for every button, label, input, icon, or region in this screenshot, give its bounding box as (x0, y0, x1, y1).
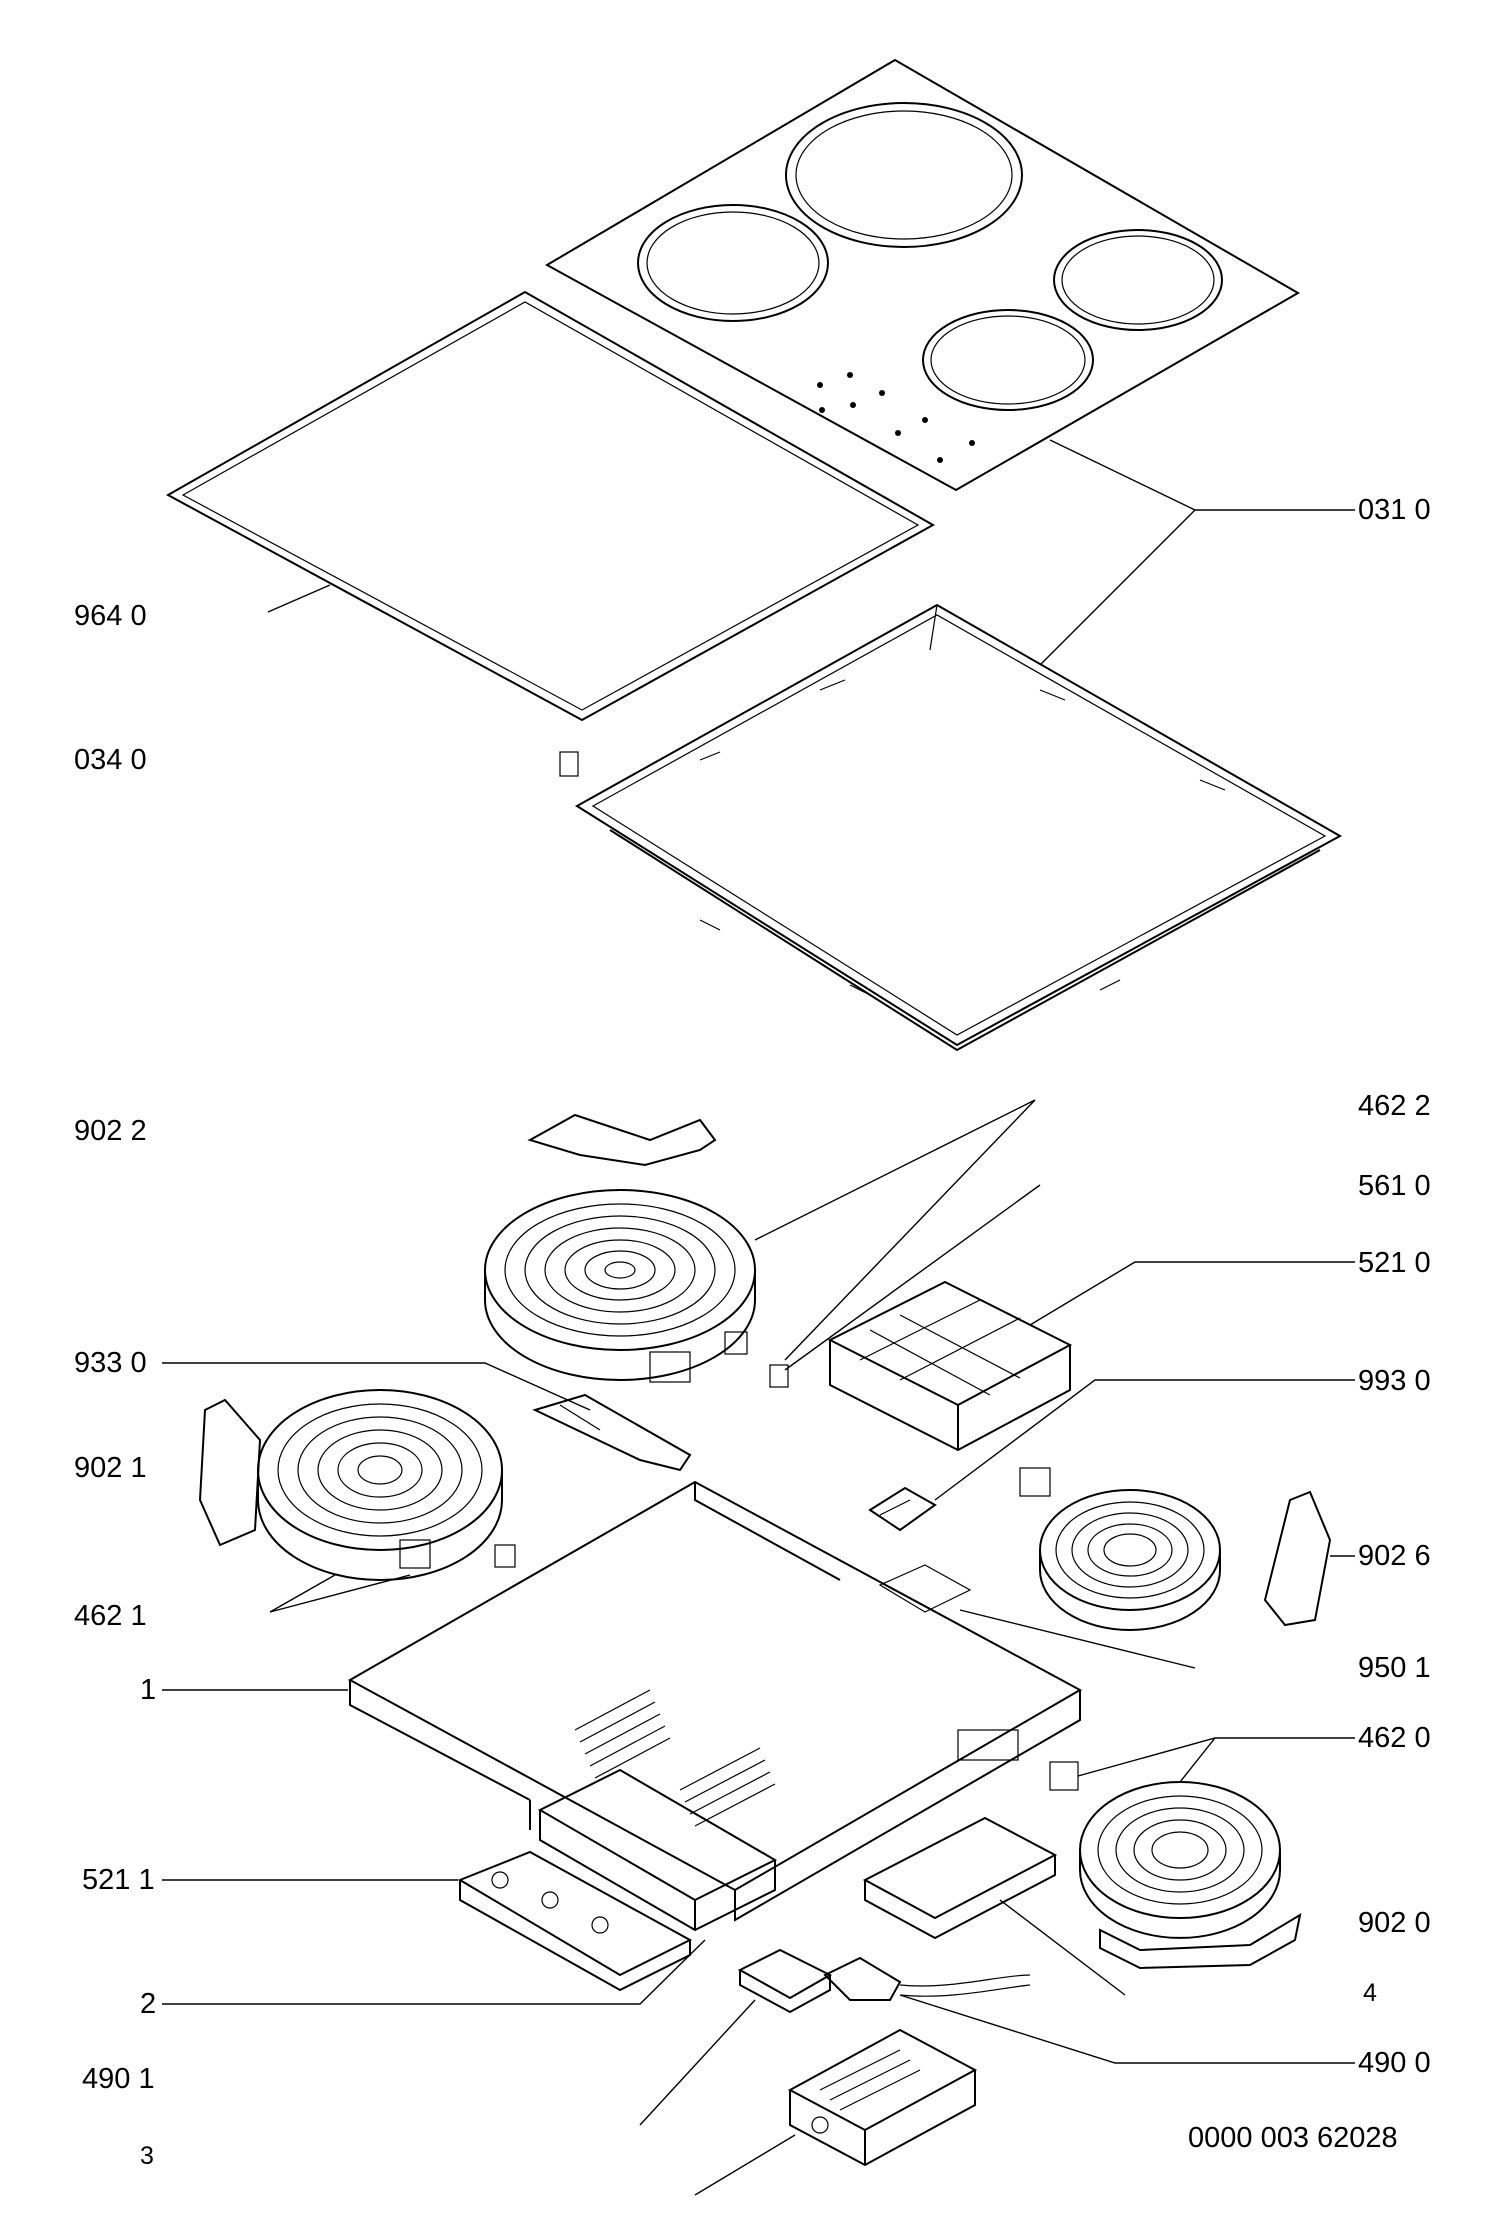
label-490-0: 490 0 (1358, 2047, 1431, 2079)
label-993-0: 993 0 (1358, 1365, 1431, 1397)
label-462-0: 462 0 (1358, 1722, 1431, 1754)
terminal-box-cover (537, 1768, 778, 1932)
hob-housing-frame (559, 603, 1343, 1052)
label-902-1: 902 1 (74, 1452, 147, 1484)
label-964-0: 964 0 (74, 600, 147, 632)
label-3: 3 (140, 2142, 154, 2170)
base-tray (347, 1480, 1083, 1922)
ventilation-slots-b (679, 1747, 776, 1827)
label-490-1: 490 1 (82, 2063, 155, 2095)
temperature-limiter (868, 1486, 937, 1532)
leader-lines (162, 439, 1355, 2196)
radiant-heater-lower-right (1049, 1761, 1302, 1970)
control-board (457, 1850, 693, 1992)
label-2: 2 (140, 1988, 157, 2020)
connector-bracket (532, 1393, 692, 1472)
label-034-0: 034 0 (74, 744, 147, 776)
radiant-heater-right (1019, 1467, 1332, 1631)
cable-clamp (737, 1948, 833, 2014)
label-561-0: 561 0 (1358, 1170, 1431, 1202)
ventilation-slots-a (574, 1689, 671, 1779)
control-unit-box (769, 1280, 1073, 1452)
label-462-2: 462 2 (1358, 1090, 1431, 1122)
glass-cooktop-panel (544, 58, 1301, 492)
label-902-2: 902 2 (74, 1115, 147, 1147)
label-462-1: 462 1 (74, 1600, 147, 1632)
label-902-6: 902 6 (1358, 1540, 1431, 1572)
label-950-1: 950 1 (1358, 1652, 1431, 1684)
label-933-0: 933 0 (74, 1347, 147, 1379)
label-4: 4 (1363, 1979, 1377, 2007)
label-031-0: 031 0 (1358, 494, 1431, 526)
label-521-1: 521 1 (82, 1864, 155, 1896)
label-1: 1 (140, 1674, 157, 1706)
mains-terminal-block (823, 1816, 1058, 2001)
label-902-0: 902 0 (1358, 1907, 1431, 1939)
radiant-heater-left (198, 1389, 516, 1581)
label-521-0: 521 0 (1358, 1247, 1431, 1279)
terminal-cover-box (787, 2028, 978, 2167)
radiant-heater-large (484, 1113, 756, 1383)
gasket-seal-frame (165, 290, 936, 722)
drawing-number: 0000 003 62028 (1188, 2122, 1398, 2154)
